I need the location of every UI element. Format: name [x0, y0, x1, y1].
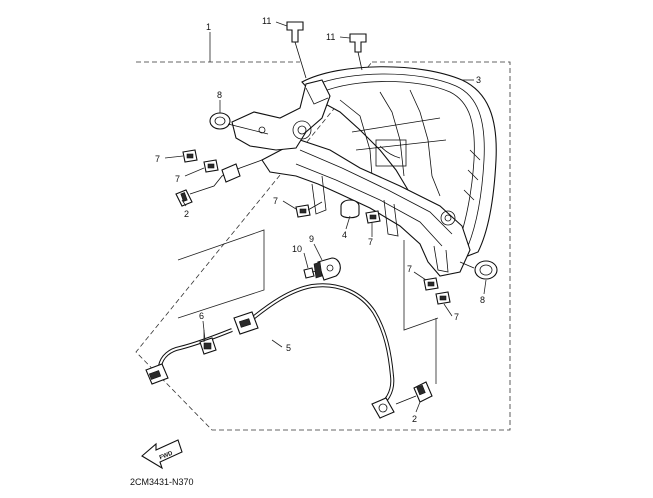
socket-4 [340, 199, 360, 219]
callout-11-left: 11 [262, 16, 271, 26]
callout-8-left: 8 [217, 90, 222, 100]
callout-7-f: 7 [454, 312, 459, 322]
bulb-socket-2-lower [395, 381, 433, 405]
callout-3: 3 [476, 75, 481, 85]
callout-7-e: 7 [407, 264, 412, 274]
nut-7-c [295, 201, 323, 218]
callout-7-b: 7 [175, 174, 180, 184]
callout-8-right: 8 [480, 295, 485, 305]
callout-7-a: 7 [155, 154, 160, 164]
callout-6: 6 [199, 311, 204, 321]
bolt-11-left [286, 21, 307, 79]
wire-harness-5 [145, 283, 395, 419]
leader-lines [164, 21, 487, 413]
nut-7-e [423, 277, 439, 291]
fwd-arrow-icon: FWD [141, 439, 183, 470]
bulb-socket-2-upper [175, 159, 263, 207]
callout-7-d: 7 [368, 237, 373, 247]
callout-5: 5 [286, 343, 291, 353]
grommet-8-right [459, 260, 498, 280]
group-line-left [177, 229, 265, 319]
diagram-code: 2CM3431-N370 [130, 477, 194, 487]
bolt-11-right [349, 33, 367, 71]
nut-7-b [203, 159, 219, 173]
callout-2-upper: 2 [184, 209, 189, 219]
callout-2-lower: 2 [412, 414, 417, 424]
tail-light-housing [231, 66, 497, 277]
nut-7-d [365, 210, 381, 224]
callout-7-c: 7 [273, 196, 278, 206]
fwd-label: FWD [159, 450, 175, 461]
callout-4: 4 [342, 230, 347, 240]
callout-11-right: 11 [326, 32, 335, 42]
assembly-boundary [135, 61, 511, 431]
callout-1: 1 [206, 22, 211, 32]
nut-7-a [182, 149, 198, 163]
group-line-right [403, 240, 439, 331]
clamp-9 [313, 257, 341, 281]
callout-10: 10 [292, 244, 302, 254]
nut-7-f [435, 291, 451, 305]
callout-9: 9 [309, 234, 314, 244]
